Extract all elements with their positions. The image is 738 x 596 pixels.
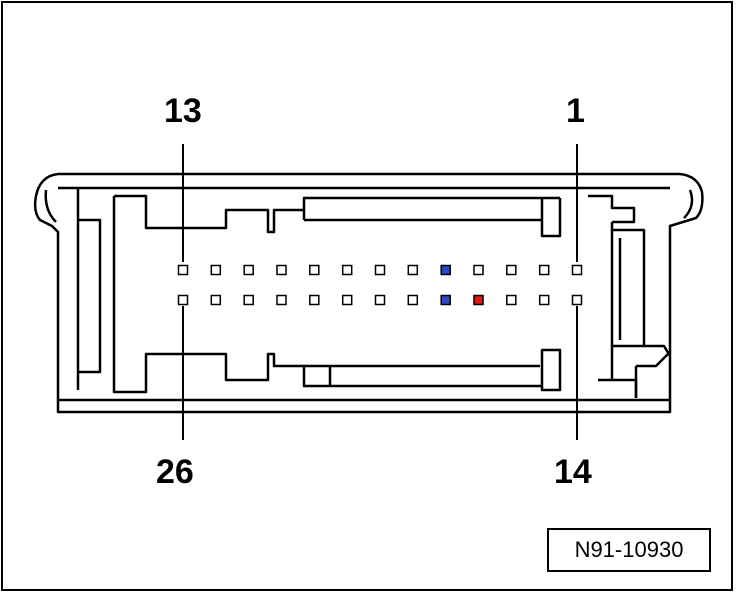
- pin-bottom-1: [177, 294, 189, 306]
- pin-top-9: [440, 264, 451, 276]
- pin-bottom-3: [243, 294, 254, 306]
- pin-bottom-2: [210, 294, 222, 306]
- reference-code: N91-10930: [547, 528, 711, 572]
- pin-label-13: 13: [164, 92, 202, 130]
- pin-top-1: [177, 264, 189, 276]
- pin-bottom-10: [473, 294, 484, 306]
- pin-top-2: [210, 264, 222, 276]
- pin-label-14: 14: [554, 453, 592, 491]
- pin-bottom-11: [506, 294, 517, 306]
- pin-bottom-4: [276, 294, 287, 306]
- pin-bottom-8: [407, 294, 419, 306]
- pin-array: [177, 264, 583, 306]
- pin-top-5: [309, 264, 320, 276]
- leader-lines: [182, 144, 578, 440]
- connector-housing: [33, 172, 704, 414]
- pin-label-1: 1: [566, 92, 585, 130]
- pin-top-7: [374, 264, 386, 276]
- pin-top-3: [243, 264, 254, 276]
- pin-bottom-12: [538, 294, 550, 306]
- pin-top-11: [506, 264, 517, 276]
- pin-top-6: [341, 264, 353, 276]
- pin-top-4: [276, 264, 287, 276]
- pin-label-26: 26: [156, 453, 194, 491]
- pin-bottom-6: [341, 294, 353, 306]
- pin-bottom-9: [440, 294, 451, 306]
- pin-bottom-5: [309, 294, 320, 306]
- pin-top-12: [538, 264, 550, 276]
- pin-top-8: [407, 264, 419, 276]
- pin-top-10: [473, 264, 484, 276]
- pin-bottom-13: [571, 294, 583, 306]
- pin-top-13: [571, 264, 583, 276]
- pin-bottom-7: [374, 294, 386, 306]
